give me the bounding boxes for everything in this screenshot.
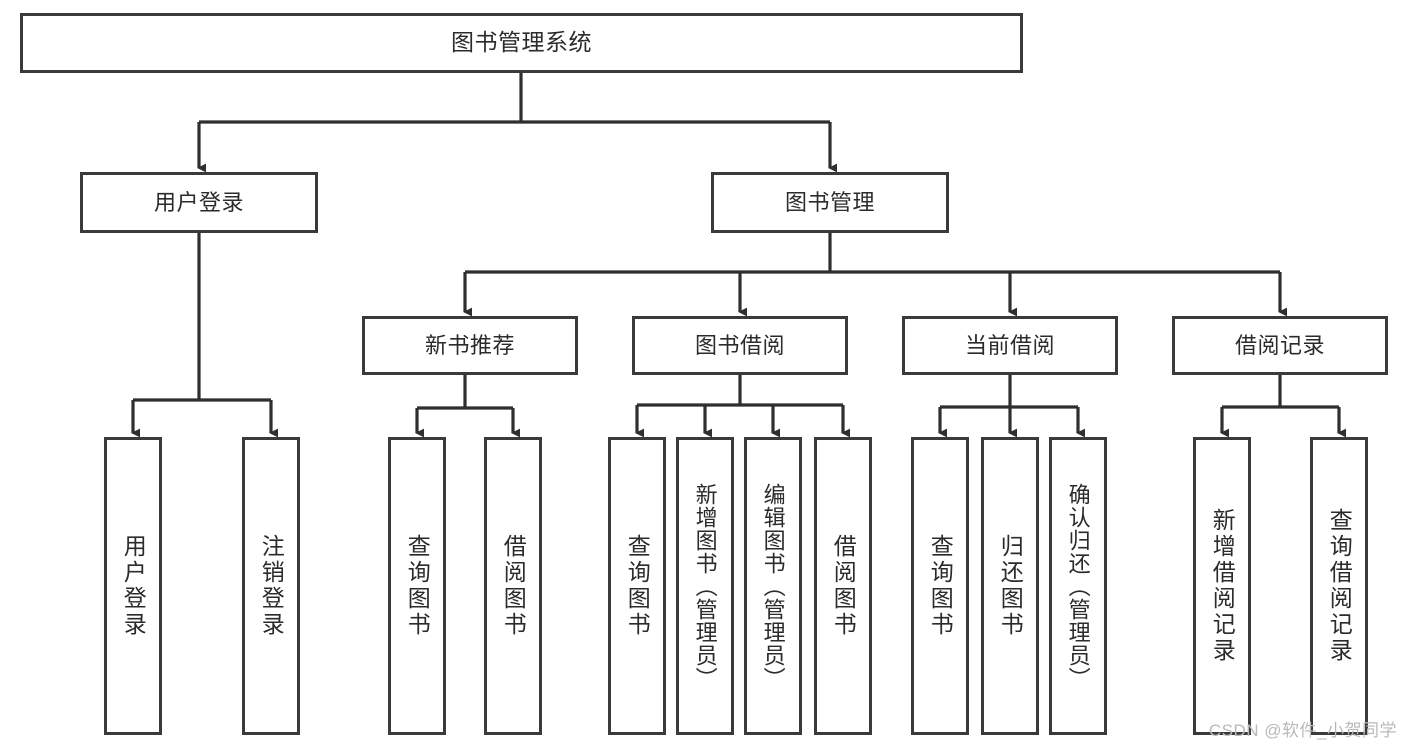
- node-label: 图书借阅: [694, 332, 785, 358]
- node-label: 当前借阅: [964, 332, 1055, 358]
- node-label: 图书管理: [784, 189, 875, 215]
- leaf-new-book-query[interactable]: 查询图书: [388, 437, 446, 735]
- node-label: 图书管理系统: [451, 29, 592, 56]
- leaf-borrow-edit-book-admin[interactable]: 编辑图书（管理员）: [744, 437, 802, 735]
- node-label: 查询图书: [404, 534, 431, 638]
- node-label: 查询图书: [624, 534, 651, 638]
- node-user-login[interactable]: 用户登录: [80, 172, 318, 233]
- leaf-borrow-borrow-book[interactable]: 借阅图书: [814, 437, 872, 735]
- node-label: 查询图书: [927, 534, 954, 638]
- node-label: 编辑图书（管理员）: [760, 482, 786, 690]
- leaf-borrow-query-book[interactable]: 查询图书: [608, 437, 666, 735]
- node-current-borrow[interactable]: 当前借阅: [902, 316, 1118, 375]
- node-label: 新增图书（管理员）: [692, 482, 718, 690]
- node-label: 新增借阅记录: [1209, 508, 1236, 664]
- node-label: 确认归还（管理员）: [1065, 482, 1091, 690]
- leaf-current-query-book[interactable]: 查询图书: [911, 437, 969, 735]
- leaf-user-login-logout[interactable]: 注销登录: [242, 437, 300, 735]
- node-label: 查询借阅记录: [1326, 508, 1353, 664]
- watermark-text: CSDN @软件_小贺同学: [1208, 721, 1397, 740]
- node-label: 借阅图书: [830, 534, 857, 638]
- leaf-records-add-record[interactable]: 新增借阅记录: [1193, 437, 1251, 735]
- node-label: 用户登录: [153, 189, 244, 215]
- node-label: 归还图书: [997, 534, 1024, 638]
- leaf-user-login-login[interactable]: 用户登录: [104, 437, 162, 735]
- node-label: 新书推荐: [424, 332, 515, 358]
- node-label: 借阅图书: [500, 534, 527, 638]
- node-new-book-recommend[interactable]: 新书推荐: [362, 316, 578, 375]
- node-label: 借阅记录: [1234, 332, 1325, 358]
- leaf-current-return-book[interactable]: 归还图书: [981, 437, 1039, 735]
- leaf-current-confirm-return-admin[interactable]: 确认归还（管理员）: [1049, 437, 1107, 735]
- leaf-borrow-add-book-admin[interactable]: 新增图书（管理员）: [676, 437, 734, 735]
- node-root-system[interactable]: 图书管理系统: [20, 13, 1023, 73]
- node-book-borrow[interactable]: 图书借阅: [632, 316, 848, 375]
- node-book-management[interactable]: 图书管理: [711, 172, 949, 233]
- node-label: 注销登录: [258, 534, 285, 638]
- leaf-new-book-borrow[interactable]: 借阅图书: [484, 437, 542, 735]
- leaf-records-query-record[interactable]: 查询借阅记录: [1310, 437, 1368, 735]
- node-label: 用户登录: [120, 534, 147, 638]
- node-borrow-records[interactable]: 借阅记录: [1172, 316, 1388, 375]
